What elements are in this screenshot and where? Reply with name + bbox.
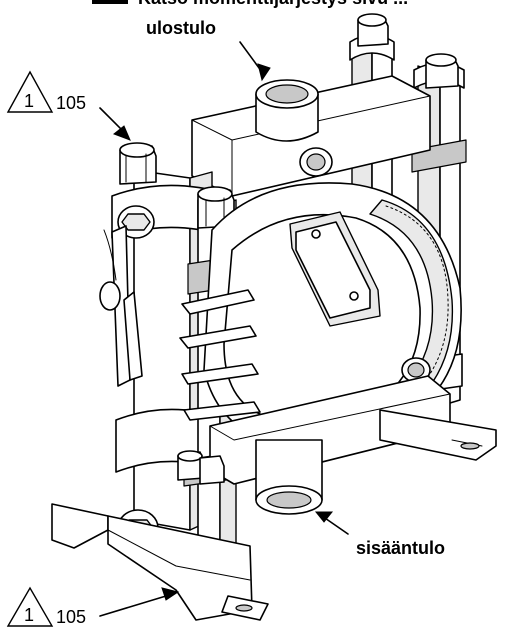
front-foot <box>51 503 269 621</box>
torque-value-bottom: 105 <box>56 607 86 627</box>
name-plate <box>289 211 381 327</box>
callout-torque-bottom: 1 105 <box>6 586 180 627</box>
pump-body <box>51 13 497 621</box>
hex-plug-upper <box>117 205 155 239</box>
rear-bolt-left <box>357 13 389 47</box>
header-warning-icon <box>92 0 128 4</box>
header-note: Katso momenttijärjestys sivu ... <box>92 0 408 8</box>
rear-foot <box>379 409 497 461</box>
warning-triangle-bottom <box>6 586 54 627</box>
housing-fins <box>179 289 261 421</box>
outlet-label: ulostulo <box>146 18 216 38</box>
inlet-port <box>255 439 323 515</box>
outlet-port <box>255 79 319 142</box>
inlet-arrow-head <box>314 511 334 523</box>
torque-value-top: 105 <box>56 93 86 113</box>
inlet-label: sisääntulo <box>356 538 445 558</box>
outlet-arrow-head <box>257 63 271 82</box>
callout-inlet: sisääntulo <box>314 511 445 558</box>
rear-bolt-right <box>425 53 459 89</box>
torque-top-arrow-head <box>113 125 131 141</box>
front-bolt-left <box>119 142 157 185</box>
clamp-lever <box>99 225 143 387</box>
header-note-text: Katso momenttijärjestys sivu ... <box>138 0 408 8</box>
warning-number-top: 1 <box>24 91 34 111</box>
callout-torque-top: 1 105 <box>6 70 131 141</box>
warning-triangle-top <box>6 70 54 113</box>
warning-number-bottom: 1 <box>24 605 34 625</box>
side-port <box>299 147 431 383</box>
lower-clamp-nuts <box>177 450 225 485</box>
callout-outlet: ulostulo <box>146 18 271 82</box>
torque-bottom-arrow-head <box>161 587 180 601</box>
